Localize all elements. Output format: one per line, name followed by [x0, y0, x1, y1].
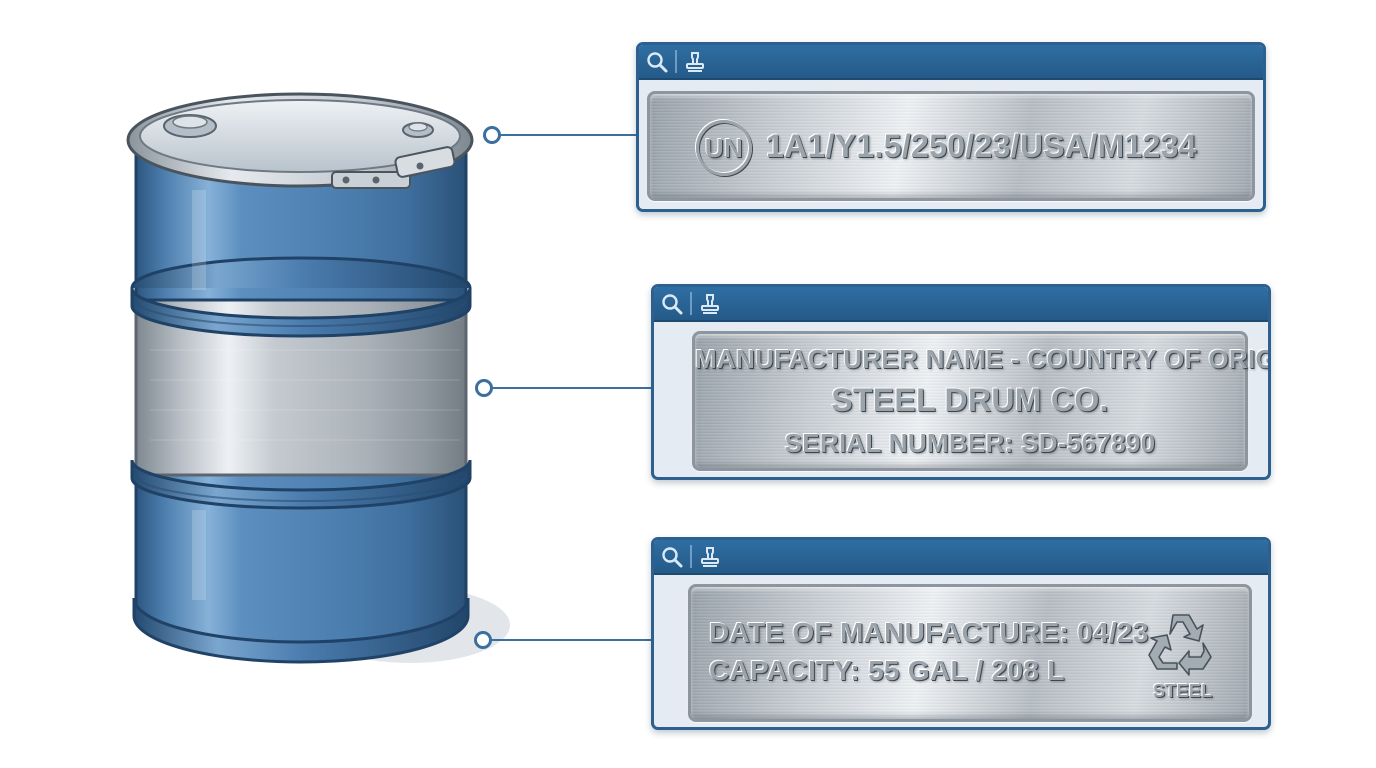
callout-dot-manufacturer	[475, 379, 493, 397]
drum-lid	[139, 99, 461, 173]
stamp-icon[interactable]	[692, 287, 728, 320]
leader-line-details	[474, 631, 651, 649]
capacity: CAPACITY: 55 GAL / 208 L	[709, 655, 1065, 686]
stamp-icon[interactable]	[677, 45, 713, 78]
drum-lower-hoop	[130, 459, 472, 510]
un-marking-plate: UN 1A1/Y1.5/250/23/USA/M1234	[647, 91, 1255, 201]
magnifier-icon[interactable]	[654, 287, 690, 320]
panel-titlebar	[639, 45, 1263, 80]
panel-titlebar	[654, 287, 1268, 322]
magnifier-icon[interactable]	[654, 540, 690, 573]
manufacturer-name: STEEL DRUM CO.	[831, 382, 1109, 418]
un-code-text: 1A1/Y1.5/250/23/USA/M1234	[766, 128, 1197, 164]
un-symbol: UN	[696, 120, 752, 176]
manufacturer-heading: MANUFACTURER NAME - COUNTRY OF ORIGIN	[695, 344, 1271, 374]
serial-number: SERIAL NUMBER: SD-567890	[784, 428, 1156, 458]
magnifier-icon[interactable]	[639, 45, 675, 78]
recycle-icon	[1148, 614, 1212, 676]
drum-lock-lever	[331, 146, 456, 189]
drum-bottom-chime	[132, 597, 470, 664]
stamp-icon[interactable]	[692, 540, 728, 573]
material-label: STEEL	[1153, 681, 1213, 701]
leader-line-un	[483, 126, 636, 144]
callout-dot-details	[474, 631, 492, 649]
un-marking-panel: UN 1A1/Y1.5/250/23/USA/M1234	[636, 42, 1266, 212]
details-panel: DATE OF MANUFACTURE: 04/23 CAPACITY: 55 …	[651, 537, 1271, 730]
leader-line-manufacturer	[475, 379, 651, 397]
details-plate: DATE OF MANUFACTURE: 04/23 CAPACITY: 55 …	[688, 584, 1252, 722]
manufacturer-plate: MANUFACTURER NAME - COUNTRY OF ORIGIN ST…	[692, 331, 1271, 471]
drum-upper-hoop	[130, 256, 472, 338]
date-of-manufacture: DATE OF MANUFACTURE: 04/23	[709, 617, 1149, 648]
panel-titlebar	[654, 540, 1268, 575]
manufacturer-panel: MANUFACTURER NAME - COUNTRY OF ORIGIN ST…	[651, 284, 1271, 480]
callout-dot-un	[483, 126, 501, 144]
